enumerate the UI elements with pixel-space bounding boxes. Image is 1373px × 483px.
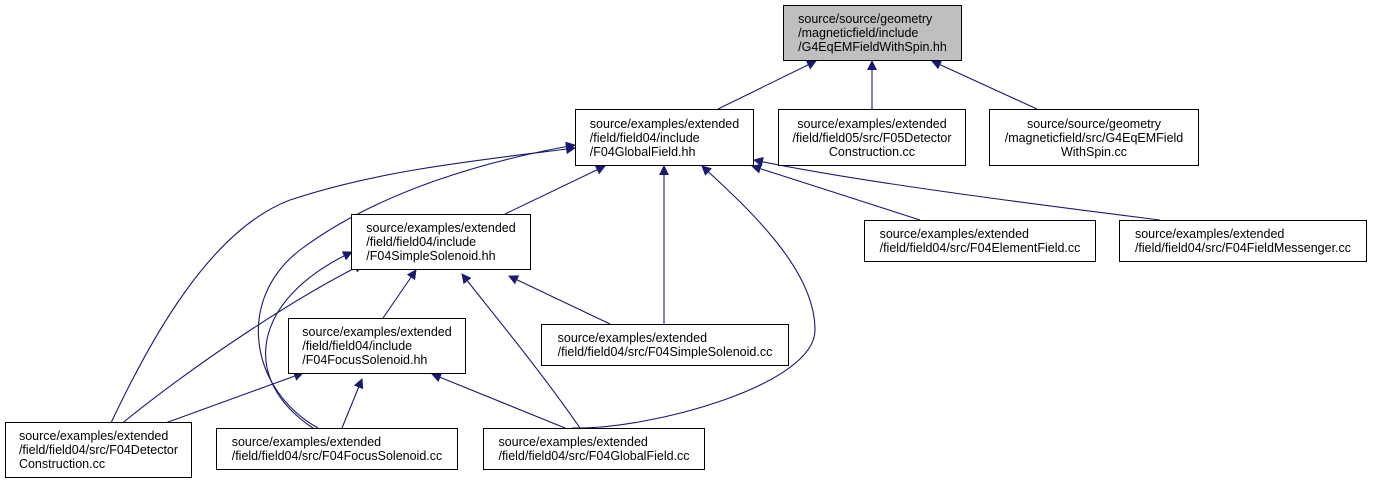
node-f05detectorconstruction-cc[interactable]: source/examples/extended/field/field05/s… <box>778 109 966 166</box>
node-g4eqemfieldwithspin-hh[interactable]: source/source/geometry/magneticfield/inc… <box>783 5 962 61</box>
node-label: source/examples/extended/field/field05/s… <box>792 116 952 159</box>
node-f04focussolenoid-cc[interactable]: source/examples/extended/field/field04/s… <box>216 428 458 470</box>
edge-simple-solenoid-cc-to-simple-solenoid-hh <box>508 275 611 325</box>
node-label: source/source/geometry/magneticfield/inc… <box>798 12 947 54</box>
edge-global-field-cc-to-global-field-hh <box>571 165 816 429</box>
edge-focus-solenoid-cc-b-to-simple-solenoid-hh <box>265 251 353 429</box>
node-label: source/examples/extended/field/field04/s… <box>498 435 690 463</box>
edge-f04-detector-cc-to-focus-solenoid-hh <box>159 371 304 426</box>
edge-global-field-hh-to-root <box>717 60 817 110</box>
node-f04globalfield-hh[interactable]: source/examples/extended/field/field04/i… <box>575 109 754 166</box>
edge-simple-solenoid-hh-to-global-field-hh <box>504 165 606 215</box>
node-label: source/examples/extended/field/field04/s… <box>557 331 773 359</box>
node-f04simplesolenoid-cc[interactable]: source/examples/extended/field/field04/s… <box>541 324 789 366</box>
node-f04simplesolenoid-hh[interactable]: source/examples/extended/field/field04/i… <box>351 214 531 270</box>
edge-global-field-cc-to-focus-solenoid-hh <box>431 372 566 429</box>
node-f04elementfield-cc[interactable]: source/examples/extended/field/field04/s… <box>864 220 1096 262</box>
node-label: source/examples/extended/field/field04/s… <box>1134 227 1352 255</box>
edge-f04-detector-cc-to-simple-solenoid-hh <box>119 263 364 426</box>
node-f04fieldmessenger-cc[interactable]: source/examples/extended/field/field04/s… <box>1119 220 1367 262</box>
node-label: source/examples/extended/field/field04/i… <box>589 116 740 159</box>
edge-focus-solenoid-cc-a-to-global-field-hh <box>257 141 576 429</box>
node-label: source/examples/extended/field/field04/s… <box>879 227 1081 255</box>
edge-g4eqem-cc-to-root <box>931 60 1038 110</box>
edge-element-field-cc-to-global-field-hh <box>751 163 921 221</box>
edge-global-field-cc-to-simple-solenoid-hh <box>461 273 581 429</box>
node-f04focussolenoid-hh[interactable]: source/examples/extended/field/field04/i… <box>288 318 466 374</box>
node-label: source/examples/extended/field/field04/s… <box>18 429 179 471</box>
edge-field-messenger-cc-to-global-field-hh <box>753 156 1161 221</box>
edge-focus-solenoid-cc-to-focus-solenoid-hh <box>341 378 364 429</box>
node-label: source/examples/extended/field/field04/i… <box>366 221 516 263</box>
edge-f04-detector-cc-to-global-field-hh <box>109 144 576 426</box>
node-f04globalfield-cc[interactable]: source/examples/extended/field/field04/s… <box>483 428 705 470</box>
node-label: source/examples/extended/field/field04/i… <box>302 325 452 367</box>
node-label: source/source/geometry/magneticfield/src… <box>1004 116 1184 159</box>
node-f04detectorconstruction-cc[interactable]: source/examples/extended/field/field04/s… <box>5 422 192 478</box>
edge-focus-solenoid-hh-to-simple-solenoid-hh <box>382 269 417 319</box>
node-label: source/examples/extended/field/field04/s… <box>231 435 443 463</box>
node-g4eqemfieldwithspin-cc[interactable]: source/source/geometry/magneticfield/src… <box>989 109 1199 166</box>
